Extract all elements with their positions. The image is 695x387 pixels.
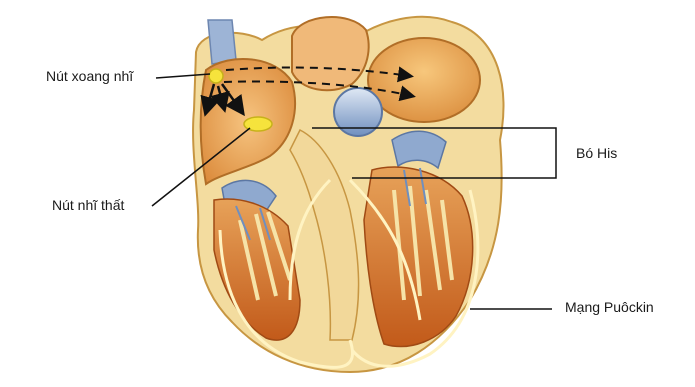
aortic-valve — [334, 88, 382, 136]
sa-node — [209, 69, 223, 83]
label-purkinje: Mạng Puôckin — [565, 299, 654, 315]
aorta — [292, 17, 369, 90]
label-av-node: Nút nhĩ thất — [52, 197, 124, 213]
vena-cava — [208, 20, 236, 64]
label-sa-node: Nút xoang nhĩ — [46, 68, 133, 84]
label-bundle-his: Bó His — [576, 145, 617, 161]
left-atrium — [368, 38, 480, 122]
